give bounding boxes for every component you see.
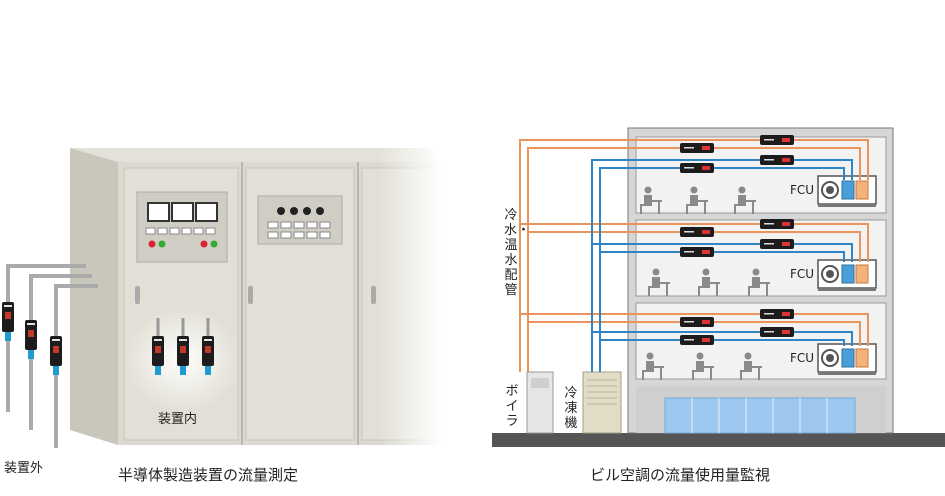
external-pipes <box>6 264 98 448</box>
right-caption: ビル空調の流量使用量監視 <box>590 466 771 484</box>
equipment-cabinet <box>70 140 442 450</box>
pipe-label: 冷水・温水配管 <box>504 208 531 298</box>
boiler <box>526 371 554 434</box>
fcu-label-1: FCU <box>790 183 814 197</box>
hot-water-pipes <box>519 139 869 372</box>
boiler-label: ボイラ <box>505 384 519 429</box>
chiller-label: 冷凍機 <box>564 386 578 431</box>
outside-label: 装置外 <box>4 461 44 476</box>
inside-label: 装置内 <box>158 412 198 427</box>
fcu-label-3: FCU <box>790 351 814 365</box>
building <box>492 127 945 447</box>
chiller <box>582 371 622 434</box>
fcu-label-2: FCU <box>790 267 814 281</box>
left-caption: 半導体製造装置の流量測定 <box>118 466 299 484</box>
cold-water-pipes <box>591 159 853 372</box>
